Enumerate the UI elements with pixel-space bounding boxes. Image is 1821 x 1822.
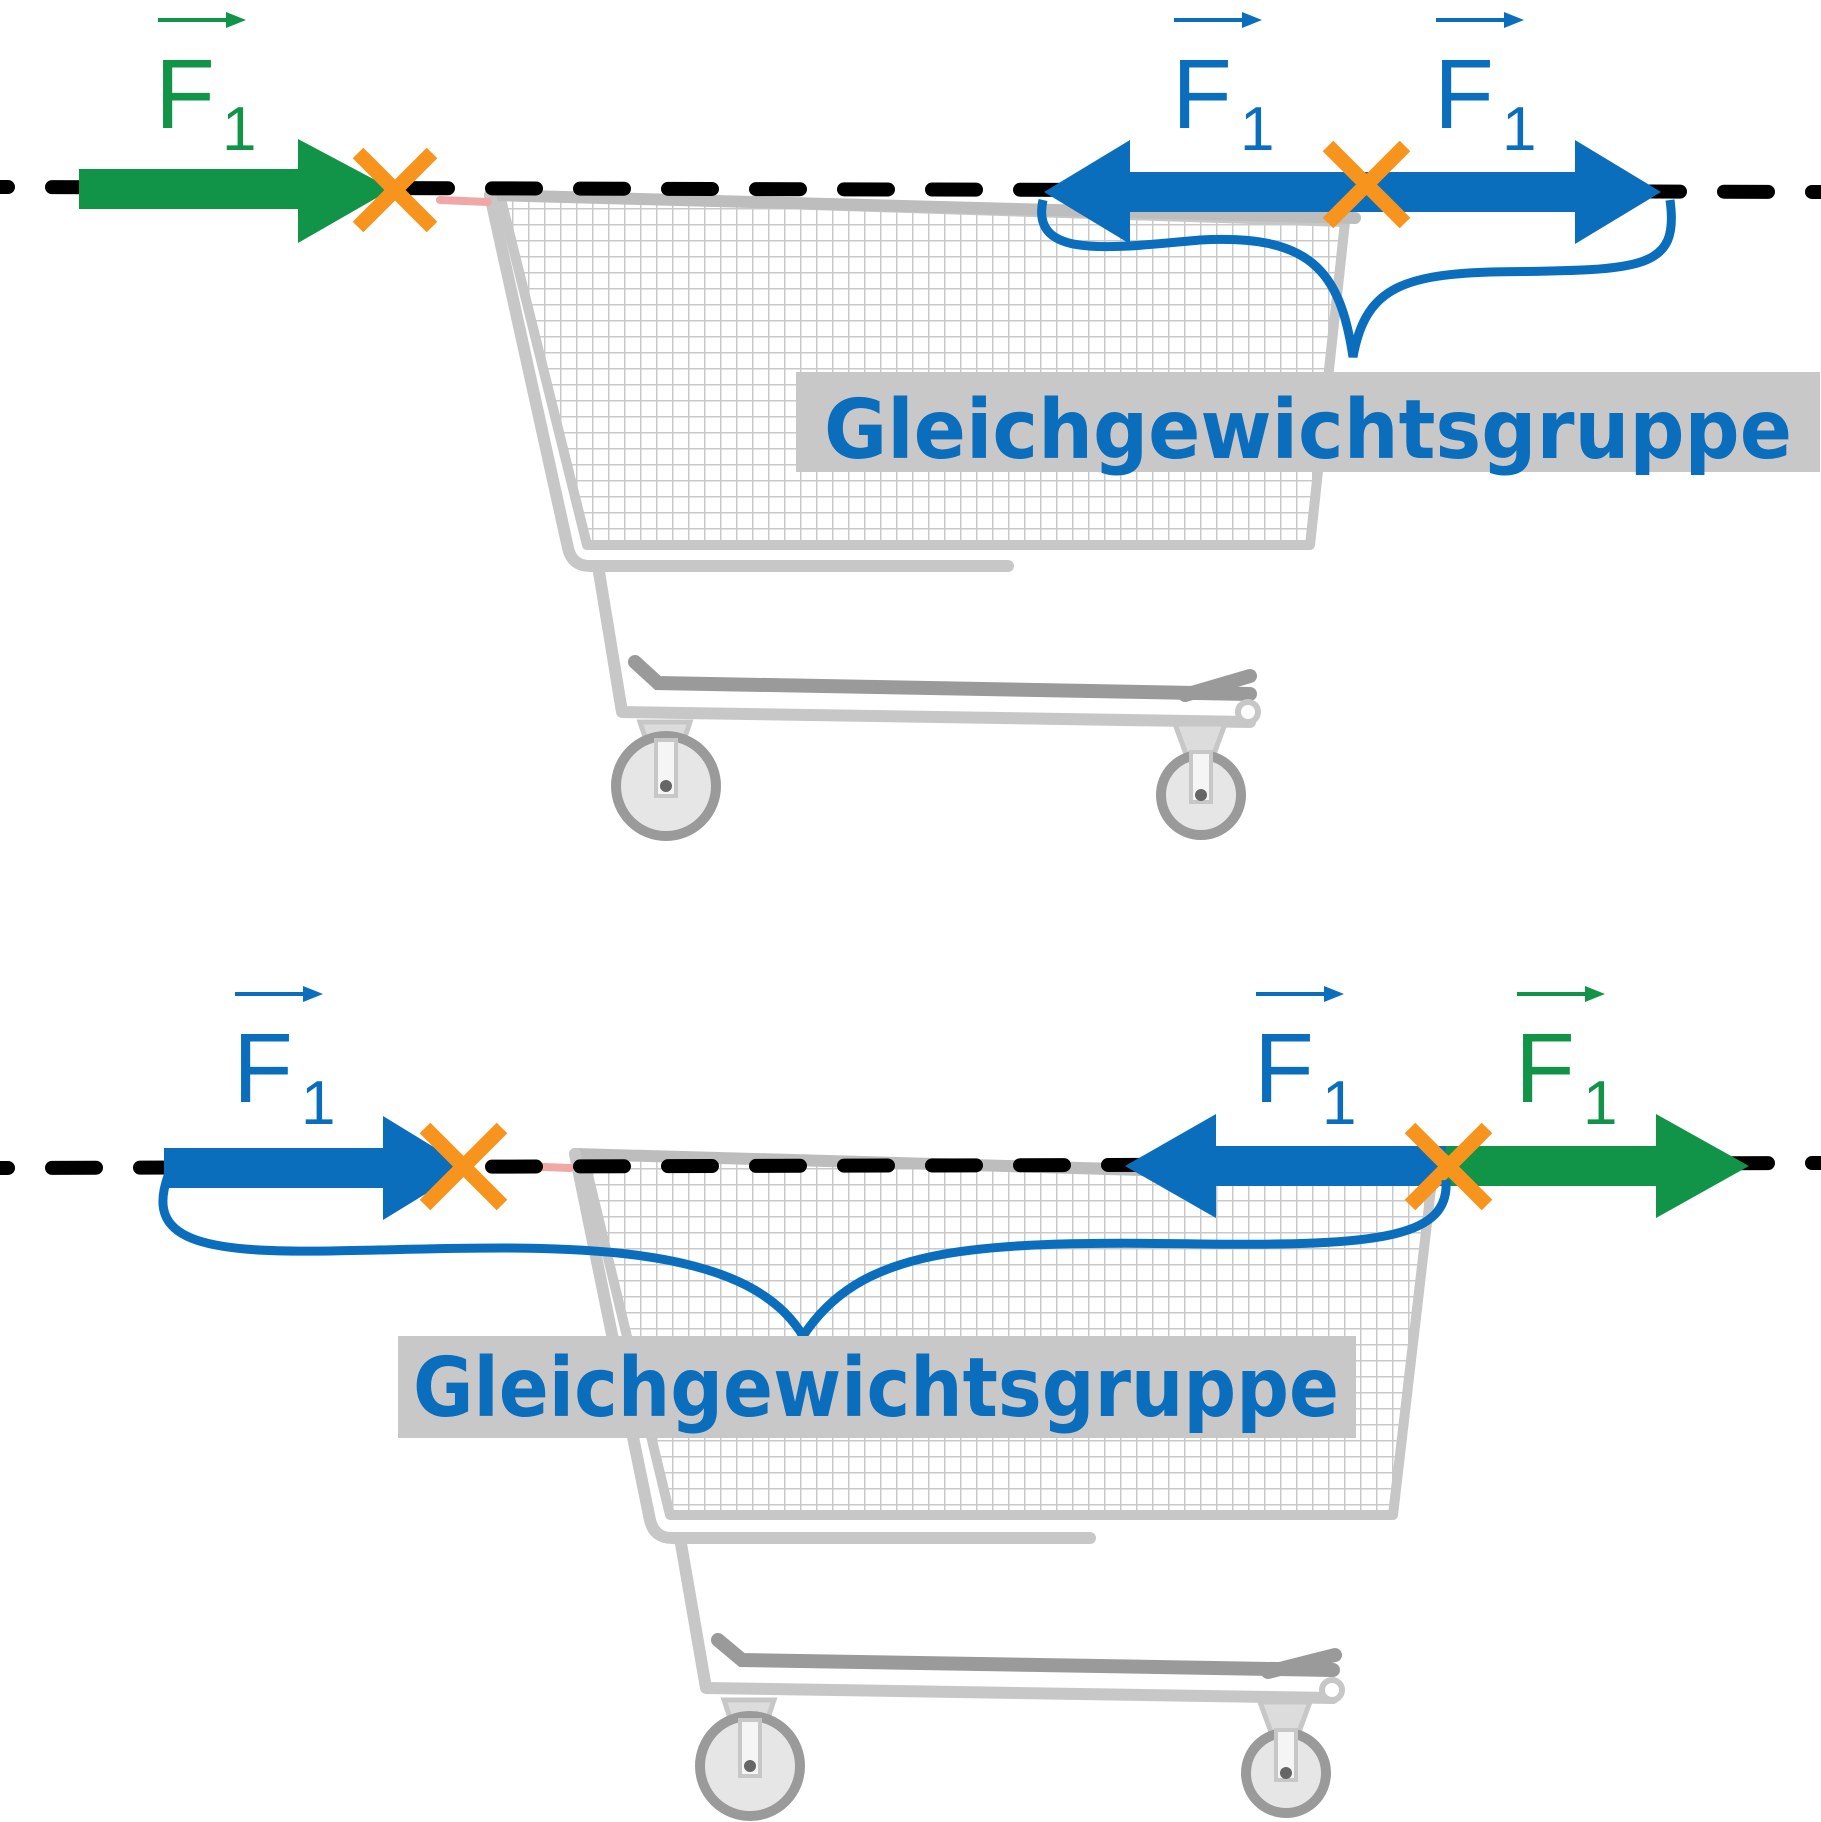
panel-bottom: F 1 F 1 F 1 Gleichgewichtsgruppe (0, 986, 1821, 1821)
cross-marker-icon (419, 1122, 508, 1211)
force-symbol: F (1515, 1013, 1575, 1123)
force-subscript: 1 (222, 95, 256, 164)
force-arrow-blue-right (1365, 140, 1661, 244)
force-label-blue: F 1 (1254, 986, 1356, 1138)
shopping-cart-icon (436, 189, 1361, 841)
force-arrow-blue-right (164, 1116, 468, 1220)
force-symbol: F (1434, 39, 1494, 149)
force-label-blue: F 1 (233, 986, 335, 1138)
force-subscript: 1 (1240, 95, 1274, 164)
group-label-box (398, 1336, 1356, 1438)
group-label: Gleichgewichtsgruppe (413, 1341, 1339, 1436)
force-label-green: F 1 (1515, 986, 1617, 1138)
group-label-box (796, 372, 1820, 472)
force-label-green: F 1 (155, 12, 256, 164)
force-subscript: 1 (1583, 1069, 1617, 1138)
force-symbol: F (155, 39, 215, 149)
force-label-blue: F 1 (1172, 12, 1274, 164)
force-subscript: 1 (1502, 95, 1536, 164)
force-arrow-blue-left (1044, 140, 1370, 244)
brace-icon (1037, 199, 1676, 358)
force-arrow-blue-left (1125, 1114, 1446, 1218)
cross-marker-icon (352, 147, 438, 233)
force-symbol: F (1172, 39, 1232, 149)
group-label: Gleichgewichtsgruppe (824, 383, 1792, 478)
cross-marker-icon (1404, 1122, 1493, 1211)
force-symbol: F (233, 1013, 293, 1123)
cross-marker-icon (1322, 140, 1411, 229)
force-subscript: 1 (1322, 1069, 1356, 1138)
force-arrow-green (79, 139, 392, 243)
force-subscript: 1 (301, 1069, 335, 1138)
force-arrow-green (1446, 1114, 1749, 1218)
panel-top: F 1 F 1 F 1 Gleichgewichtsgruppe (0, 12, 1821, 841)
force-label-blue: F 1 (1434, 12, 1536, 164)
force-symbol: F (1254, 1013, 1314, 1123)
